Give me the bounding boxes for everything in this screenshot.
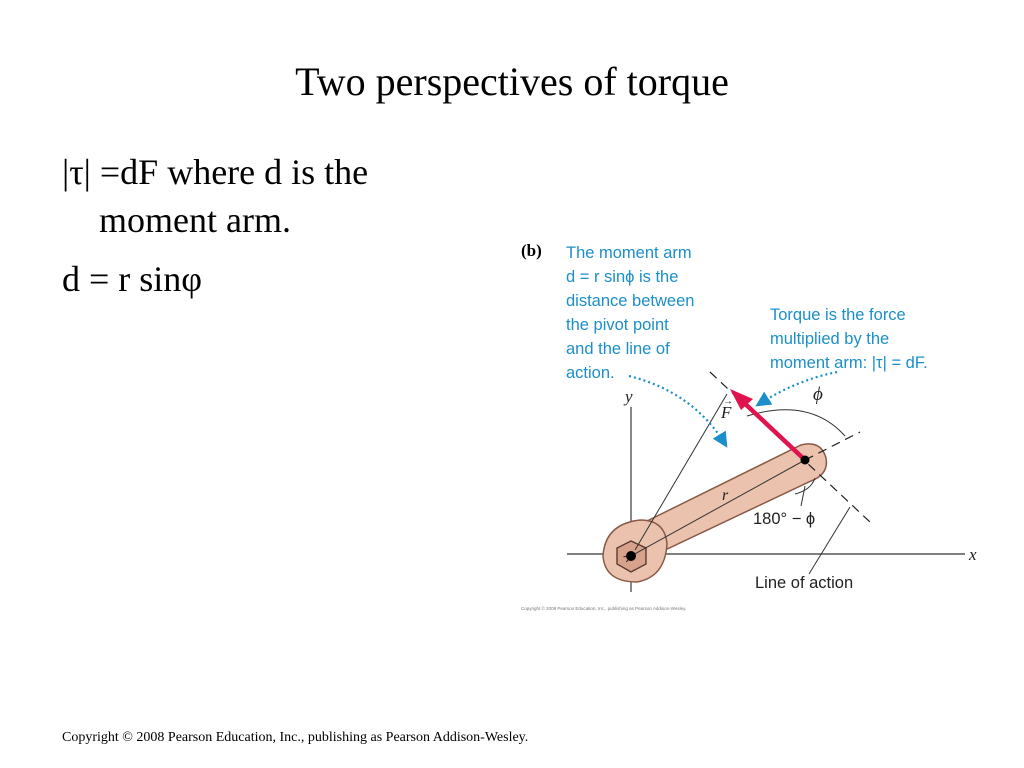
pivot-dot xyxy=(626,551,636,561)
force-arrowhead xyxy=(730,389,753,410)
moment-arm-note-line-6: action. xyxy=(566,364,615,382)
force-vector xyxy=(738,397,807,462)
y-axis-label: y xyxy=(623,387,633,406)
force-vector-hat: → xyxy=(723,396,733,407)
phi-arc xyxy=(746,409,846,437)
moment-arm-note-line-3: distance between xyxy=(566,292,694,310)
line-of-action-leader xyxy=(808,506,851,575)
torque-wrench-figure: (b) The moment arm d = r sinϕ is the dis… xyxy=(515,232,985,622)
moment-arm-note-line-1: The moment arm xyxy=(566,244,692,262)
r-label: r xyxy=(722,487,729,504)
phi-label: ϕ xyxy=(813,384,823,405)
supplement-arc xyxy=(794,477,816,495)
wrench-diagram: (b) The moment arm d = r sinϕ is the dis… xyxy=(521,241,977,611)
supplement-leader xyxy=(800,485,806,507)
moment-arm-note: The moment arm d = r sinϕ is the distanc… xyxy=(566,244,694,382)
supplement-angle-label: 180° − ϕ xyxy=(753,510,815,528)
force-label: F xyxy=(720,403,732,422)
slide-title: Two perspectives of torque xyxy=(295,59,729,104)
r-extension-line xyxy=(804,431,861,461)
moment-arm-callout xyxy=(628,374,728,448)
torque-note: Torque is the force multiplied by the mo… xyxy=(770,306,928,372)
x-axis-label: x xyxy=(968,545,977,564)
force-point-dot xyxy=(800,455,810,465)
torque-note-line-2: multiplied by the xyxy=(770,330,889,348)
moment-arm-line xyxy=(634,393,728,551)
r-vector xyxy=(631,459,806,556)
torque-callout xyxy=(755,370,838,407)
bullet-moment-arm-formula: d = r sinφ xyxy=(62,259,203,299)
copyright-footer: Copyright © 2008 Pearson Education, Inc.… xyxy=(62,730,529,745)
torque-note-line-3: moment arm: |τ| = dF. xyxy=(770,354,928,372)
figure-credit: Copyright © 2008 Pearson Education, Inc.… xyxy=(521,605,686,611)
line-of-action-label: Line of action xyxy=(755,574,853,592)
moment-arm-note-line-4: the pivot point xyxy=(566,316,669,334)
panel-label: (b) xyxy=(521,241,542,260)
torque-note-line-1: Torque is the force xyxy=(770,306,906,324)
bullet-list: |τ| =dF where d is the moment arm. d = r… xyxy=(62,148,482,314)
bullet-torque-magnitude: |τ| =dF where d is the moment arm. xyxy=(62,152,369,240)
moment-arm-note-line-5: and the line of xyxy=(566,340,670,358)
moment-arm-note-line-2: d = r sinϕ is the xyxy=(566,268,678,286)
